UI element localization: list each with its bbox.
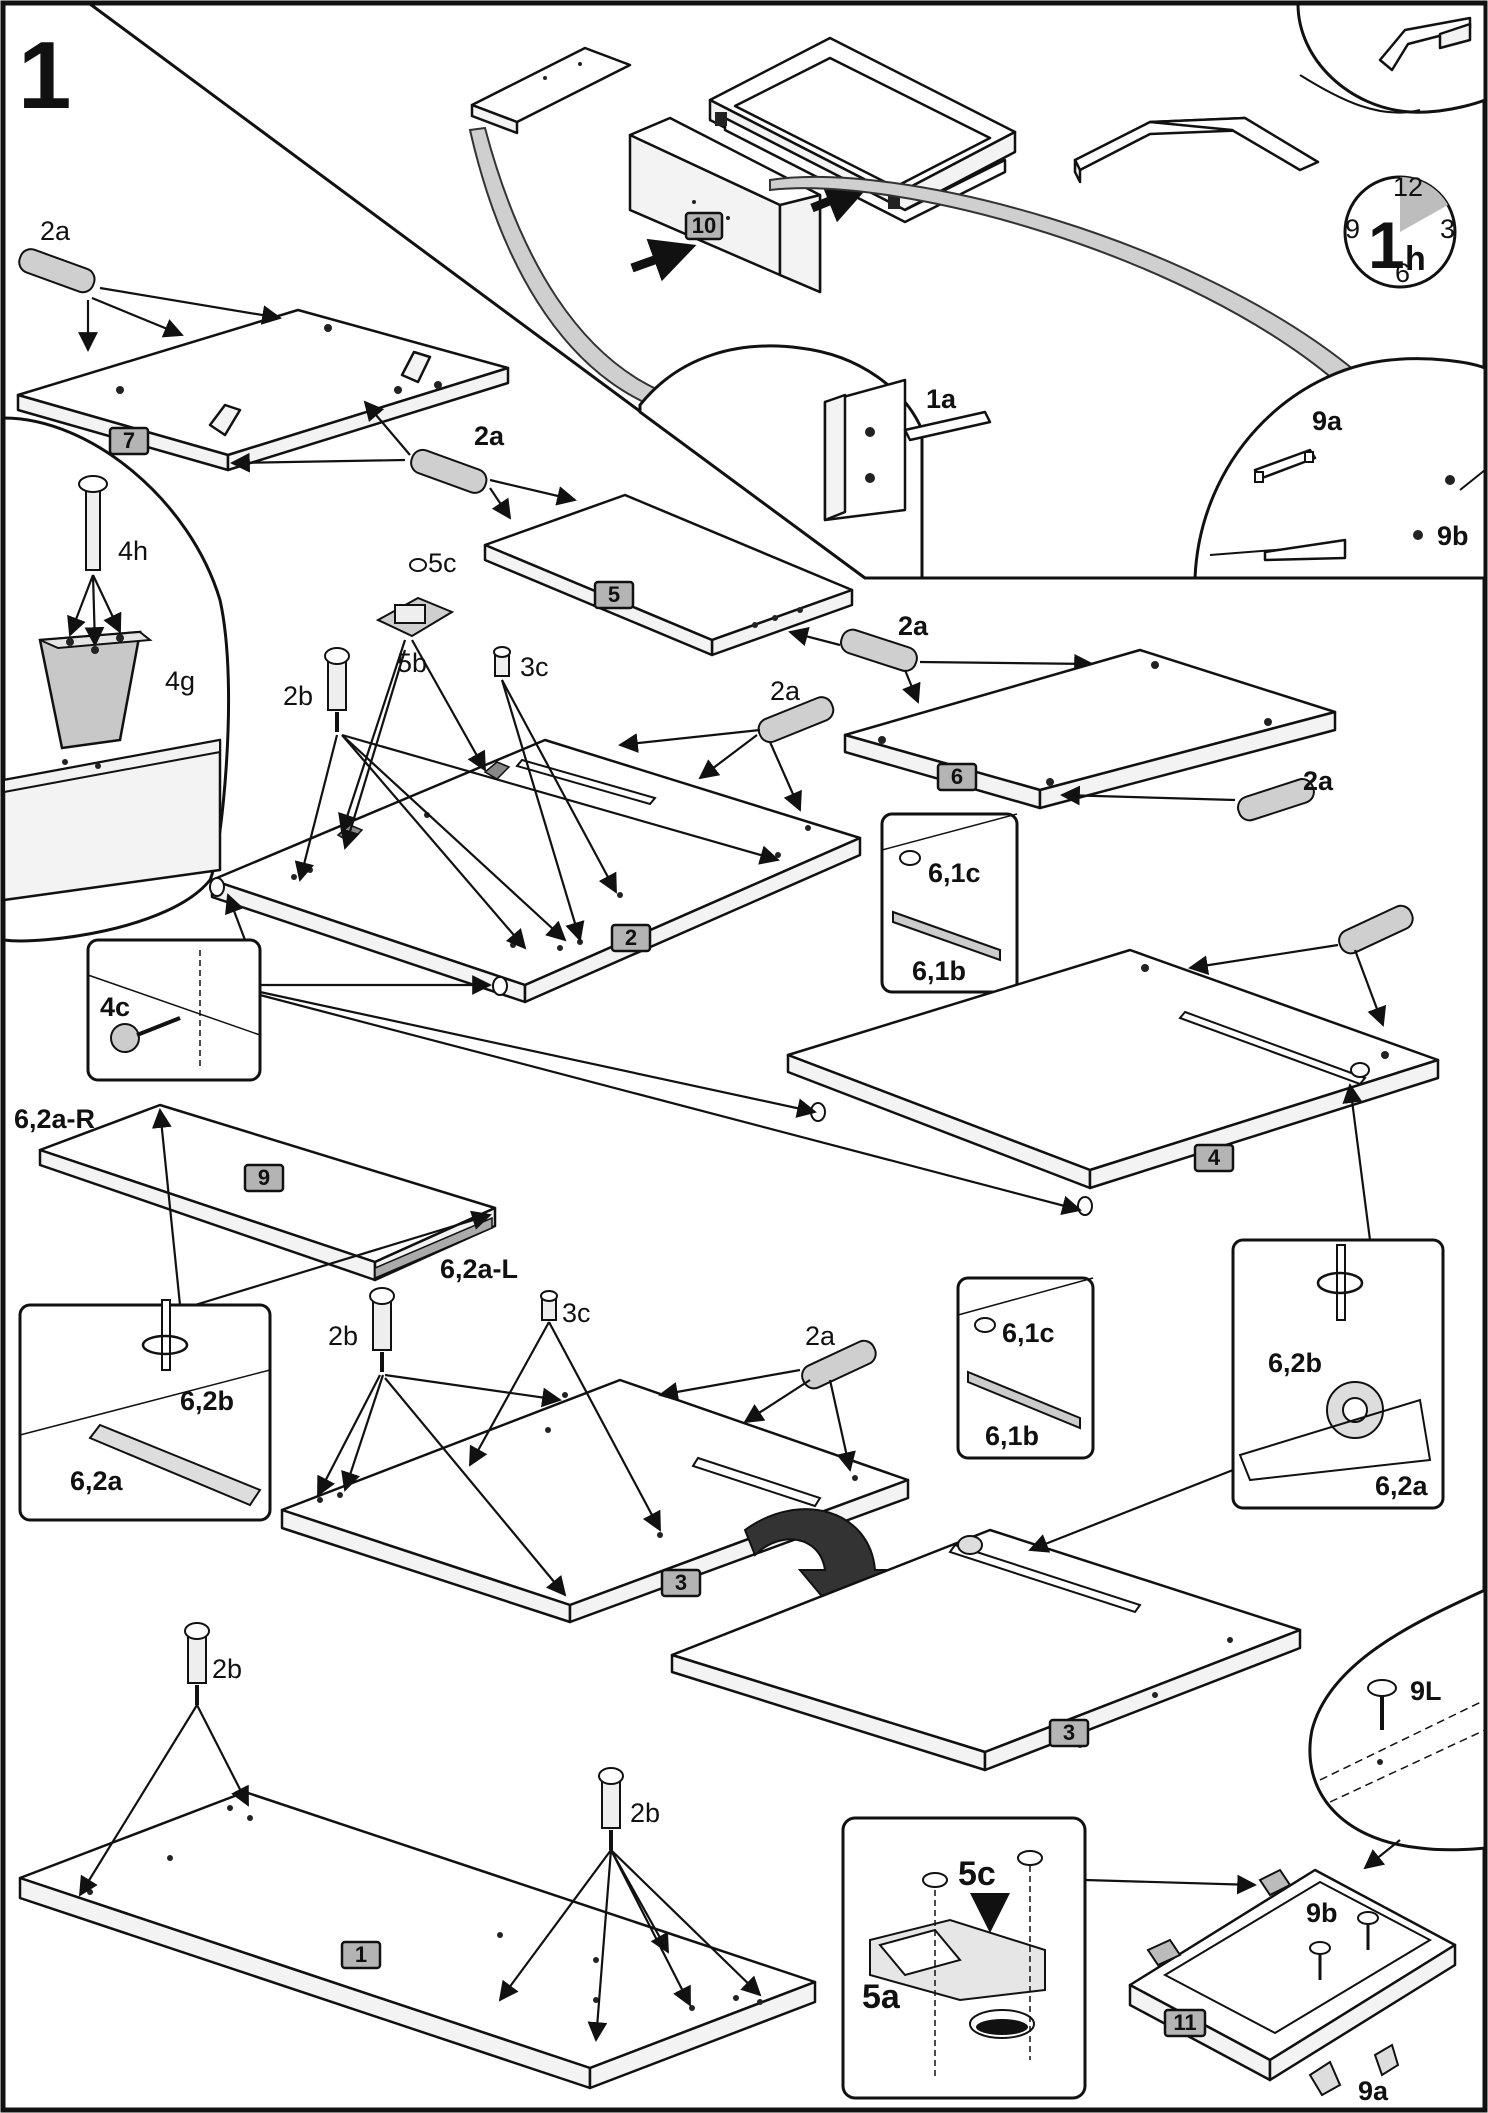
part-tag-1: 1: [340, 1940, 382, 1970]
svg-text:6,1b: 6,1b: [912, 956, 966, 986]
svg-text:6,1c: 6,1c: [928, 858, 981, 888]
panel-1: 1 2b 2b: [18, 1622, 817, 2090]
svg-text:6: 6: [1395, 258, 1410, 288]
svg-text:3: 3: [675, 1570, 687, 1595]
svg-text:5c: 5c: [428, 548, 457, 578]
svg-text:2b: 2b: [283, 681, 313, 711]
svg-text:2a: 2a: [40, 216, 71, 246]
svg-text:4h: 4h: [118, 536, 148, 566]
glide-detail: 4c: [86, 893, 1082, 1216]
svg-text:9: 9: [1345, 214, 1360, 244]
svg-text:9a: 9a: [1358, 2076, 1389, 2106]
handle-bubble: 9a 9b: [1193, 357, 1487, 580]
panel-5: 5 2a: [483, 493, 1094, 704]
svg-text:9b: 9b: [1437, 521, 1469, 551]
panel-6: 6 2a: [843, 648, 1337, 822]
svg-text:2b: 2b: [212, 1654, 242, 1684]
svg-text:5: 5: [608, 582, 620, 607]
svg-text:4g: 4g: [165, 666, 195, 696]
part-tag-2: 2: [610, 923, 652, 953]
svg-text:9: 9: [258, 1165, 270, 1190]
svg-text:3c: 3c: [562, 1298, 591, 1328]
svg-text:9L: 9L: [1410, 1676, 1442, 1706]
panel-7: 7 2a 2a: [16, 216, 577, 520]
hinge-group: 5c 5b 2b 3c 2a: [283, 548, 835, 812]
svg-text:6,2b: 6,2b: [180, 1386, 234, 1416]
svg-text:9b: 9b: [1306, 1898, 1338, 1928]
svg-text:2a: 2a: [805, 1321, 836, 1351]
svg-text:2: 2: [625, 925, 637, 950]
svg-text:6,2a: 6,2a: [1375, 1471, 1429, 1501]
svg-text:7: 7: [123, 428, 135, 453]
runner-detail-right: 6,2b 6,2a: [1028, 1083, 1445, 1553]
svg-text:6,1c: 6,1c: [1002, 1318, 1055, 1348]
svg-text:4: 4: [1208, 1145, 1221, 1170]
foot-bubble: 4h 4g: [2, 416, 231, 943]
slide-detail-upper: 6,1c 6,1b: [880, 812, 1019, 994]
svg-text:5a: 5a: [862, 1978, 901, 2016]
glue-bubble: 1a: [638, 344, 992, 580]
svg-text:3: 3: [1063, 1720, 1075, 1745]
part-tag-9: 9: [243, 1163, 285, 1193]
runner-detail-left: 6,2b 6,2a: [18, 1108, 492, 1522]
svg-text:9a: 9a: [1312, 406, 1343, 436]
svg-text:6,1b: 6,1b: [985, 1421, 1039, 1451]
svg-text:6,2b: 6,2b: [1268, 1348, 1322, 1378]
door-11: 11 9b 9a: [1128, 1868, 1457, 2106]
svg-text:6: 6: [951, 764, 963, 789]
panel-3-upper: 3 2b 3c 2a: [280, 1287, 910, 1624]
svg-text:6,2a: 6,2a: [70, 1466, 124, 1496]
drawer-assembly: 10: [468, 36, 1362, 407]
part-tag-5: 5: [593, 580, 635, 610]
hinge-detail: 5c 5a: [841, 1816, 1257, 2100]
panel-9: 6,2a-R 9 6,2a-L: [14, 1103, 518, 1284]
part-tag-3-upper: 3: [660, 1568, 702, 1598]
part-tag-4: 4: [1193, 1143, 1235, 1173]
part-tag-11: 11: [1163, 2008, 1207, 2038]
svg-text:2a: 2a: [898, 611, 929, 641]
svg-text:6,2a-R: 6,2a-R: [14, 1104, 95, 1134]
svg-text:4c: 4c: [100, 992, 130, 1022]
svg-text:3c: 3c: [520, 652, 549, 682]
svg-text:11: 11: [1173, 2010, 1196, 2035]
slide-detail-lower: 6,1c 6,1b: [956, 1276, 1095, 1460]
svg-text:10: 10: [692, 213, 716, 238]
svg-text:2a: 2a: [770, 676, 801, 706]
glue-detail-bubble: [1296, 2, 1487, 114]
svg-text:2b: 2b: [328, 1321, 358, 1351]
panel-2: 2: [209, 639, 862, 1004]
panel-4: 4: [786, 904, 1440, 1216]
svg-text:6,2a-L: 6,2a-L: [440, 1254, 518, 1284]
svg-text:2a: 2a: [1303, 766, 1334, 796]
svg-text:3: 3: [1440, 214, 1455, 244]
part-tag-3-lower: 3: [1048, 1718, 1090, 1748]
svg-text:12: 12: [1393, 172, 1423, 202]
svg-text:1a: 1a: [926, 384, 957, 414]
step-number: 1: [18, 22, 71, 129]
svg-text:2b: 2b: [630, 1798, 660, 1828]
part-tag-7: 7: [108, 426, 150, 456]
part-tag-6: 6: [936, 762, 978, 792]
part-tag-10: 10: [684, 211, 724, 241]
time-clock: 12 3 6 9 1 h: [1343, 172, 1457, 289]
time-value: 1: [1368, 208, 1405, 282]
svg-text:1: 1: [355, 1942, 367, 1967]
svg-text:2a: 2a: [474, 421, 505, 451]
panel-3-lower: 3: [670, 1528, 1302, 1772]
svg-text:5c: 5c: [958, 1855, 996, 1893]
door-bubble: 9L: [1308, 1587, 1487, 1870]
time-unit: h: [1405, 240, 1426, 278]
